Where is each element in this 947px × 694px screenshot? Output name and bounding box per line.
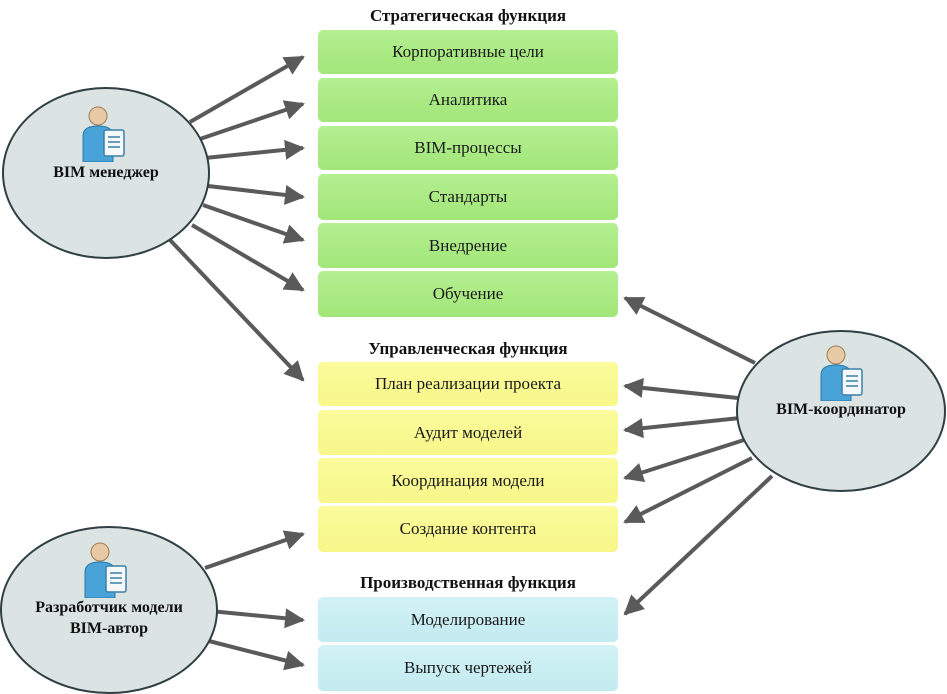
arrow-manager-goals: [189, 55, 305, 124]
arrow-coord-plan: [623, 377, 739, 400]
arrow-coord-modeling: [623, 474, 774, 616]
arrow-author-content: [204, 530, 305, 570]
arrow-coord-content: [623, 456, 753, 524]
strategic-section-title: Стратегическая функция: [369, 6, 567, 25]
managerial-section-title: Управленческая функция: [368, 339, 568, 358]
arrow-author-modeling: [209, 608, 305, 629]
arrow-manager-analytics: [196, 100, 305, 142]
person-with-document-icon: [84, 542, 127, 598]
bim-manager-label: BIM менеджер: [53, 164, 159, 181]
function-modeling: Моделирование: [318, 597, 618, 642]
arrow-manager-plan: [168, 238, 305, 382]
person-with-document-icon: [820, 345, 863, 401]
production-section-title: Производственная функция: [360, 573, 576, 592]
function-project-plan: План реализации проекта: [318, 362, 618, 406]
function-drawings: Выпуск чертежей: [318, 645, 618, 691]
arrow-manager-processes: [204, 139, 305, 160]
function-bim-processes: BIM-процессы: [318, 126, 618, 170]
arrow-author-drawings: [204, 638, 305, 671]
person-with-document-icon: [82, 106, 125, 162]
arrow-manager-implementation: [202, 203, 305, 244]
function-implementation: Внедрение: [318, 223, 618, 268]
actor-bim-author: [0, 526, 218, 694]
arrow-coord-audit: [623, 416, 741, 439]
function-model-coordination: Координация модели: [318, 458, 618, 503]
function-content-creation: Создание контента: [318, 506, 618, 552]
actor-bim-manager: [2, 87, 210, 259]
function-analytics: Аналитика: [318, 78, 618, 122]
bim-author-label-line2: BIM-автор: [69, 620, 149, 637]
arrow-coord-training: [623, 296, 756, 365]
arrow-manager-standards: [207, 184, 305, 205]
bim-author-label-line1: Разработчик модели: [35, 599, 183, 616]
bim-coordinator-label: BIM-координатор: [776, 401, 906, 418]
arrow-manager-training: [190, 223, 305, 292]
function-model-audit: Аудит моделей: [318, 410, 618, 455]
function-training: Обучение: [318, 271, 618, 317]
function-corporate-goals: Корпоративные цели: [318, 30, 618, 74]
arrow-coord-coordination: [623, 438, 745, 483]
function-standards: Стандарты: [318, 174, 618, 220]
